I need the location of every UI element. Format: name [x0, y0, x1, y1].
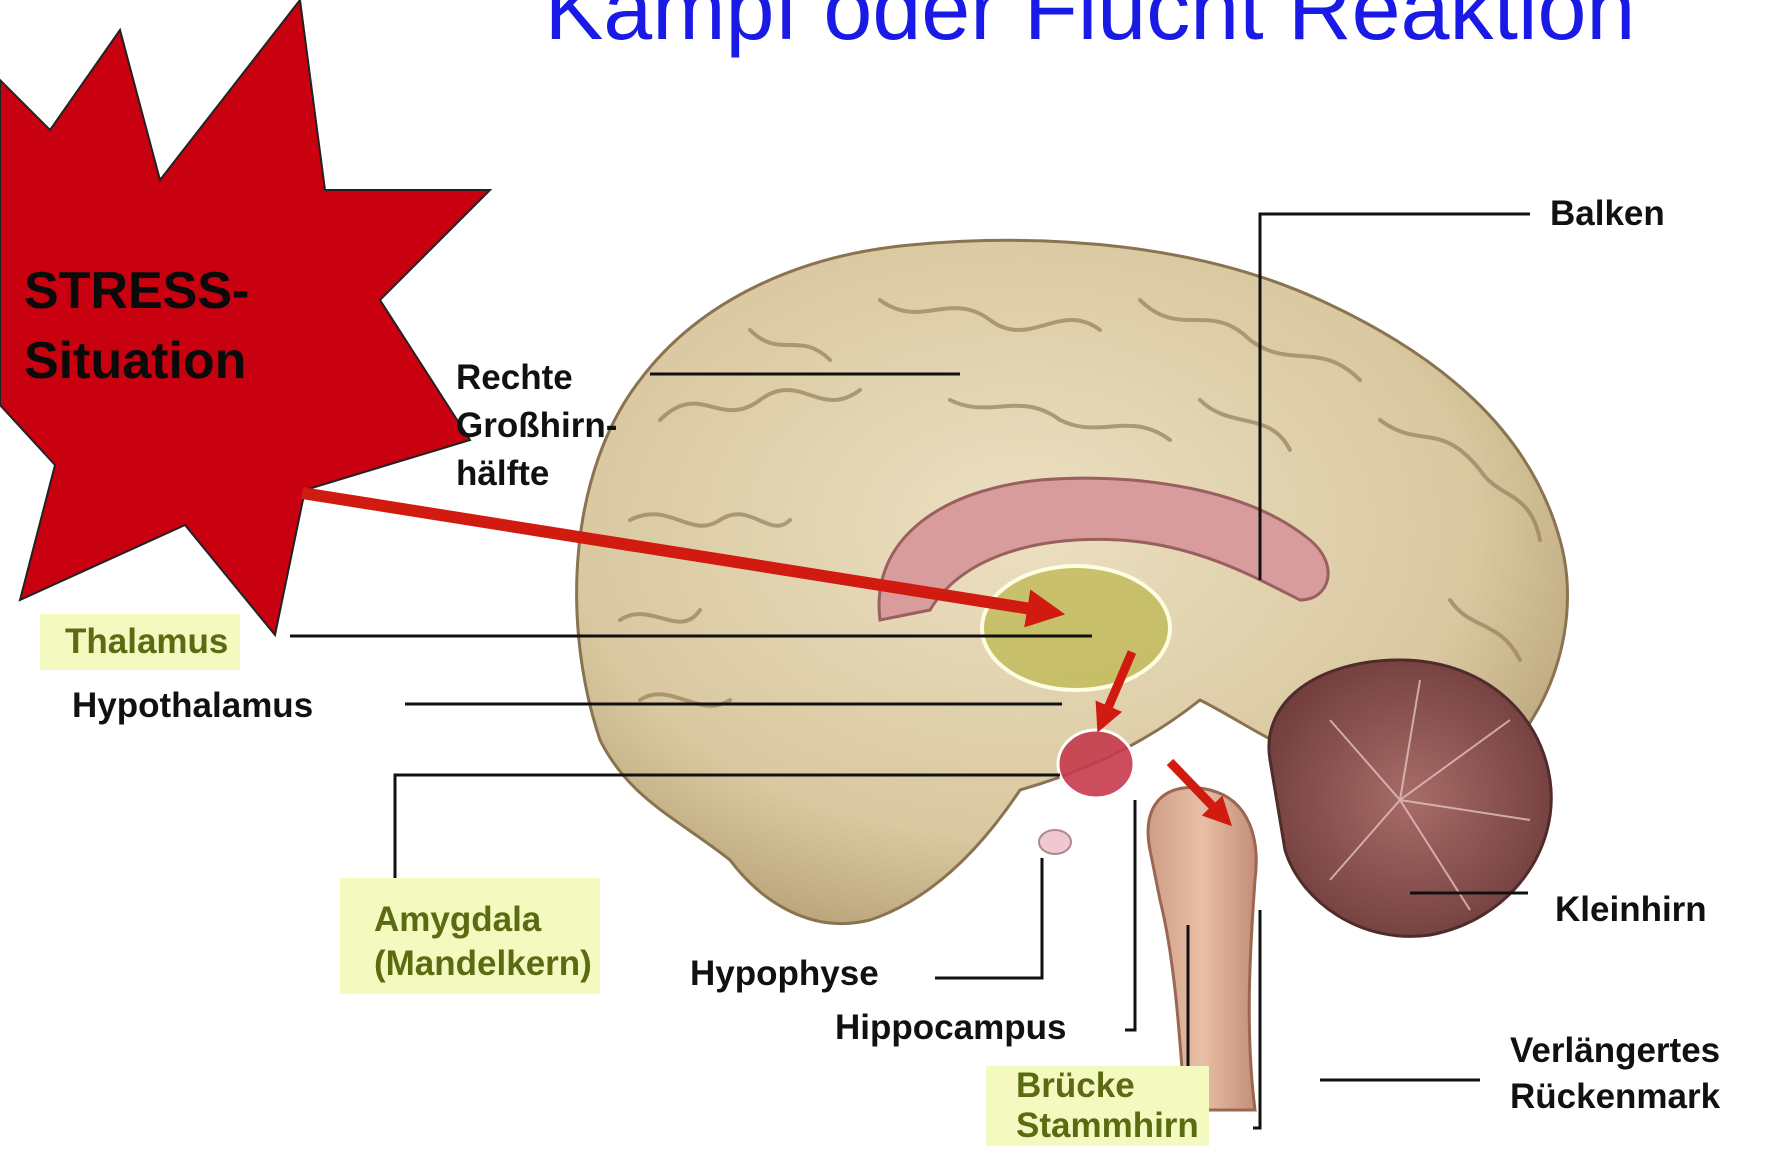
label-thalamus: Thalamus	[40, 614, 240, 670]
thalamus-highlight	[982, 566, 1170, 690]
label-hypothalamus: Hypothalamus	[72, 686, 313, 726]
label-balken: Balken	[1550, 194, 1665, 234]
label-grosshirn: Rechte Großhirn- hälfte	[456, 354, 617, 498]
label-amygdala: Amygdala (Mandelkern)	[340, 878, 600, 994]
stress-label: STRESS- Situation	[24, 256, 249, 396]
label-hippocampus: Hippocampus	[835, 1008, 1066, 1048]
label-rueckenmark: Verlängertes Rückenmark	[1510, 1028, 1720, 1120]
label-kleinhirn: Kleinhirn	[1555, 890, 1707, 930]
hypophysis-shape	[1039, 830, 1071, 854]
label-hypophyse: Hypophyse	[690, 954, 879, 994]
label-bruecke-stammhirn: Brücke Stammhirn	[986, 1066, 1209, 1146]
cerebellum-shape	[1269, 660, 1551, 936]
brainstem-shape	[1148, 788, 1256, 1111]
amygdala-highlight	[1058, 730, 1134, 798]
